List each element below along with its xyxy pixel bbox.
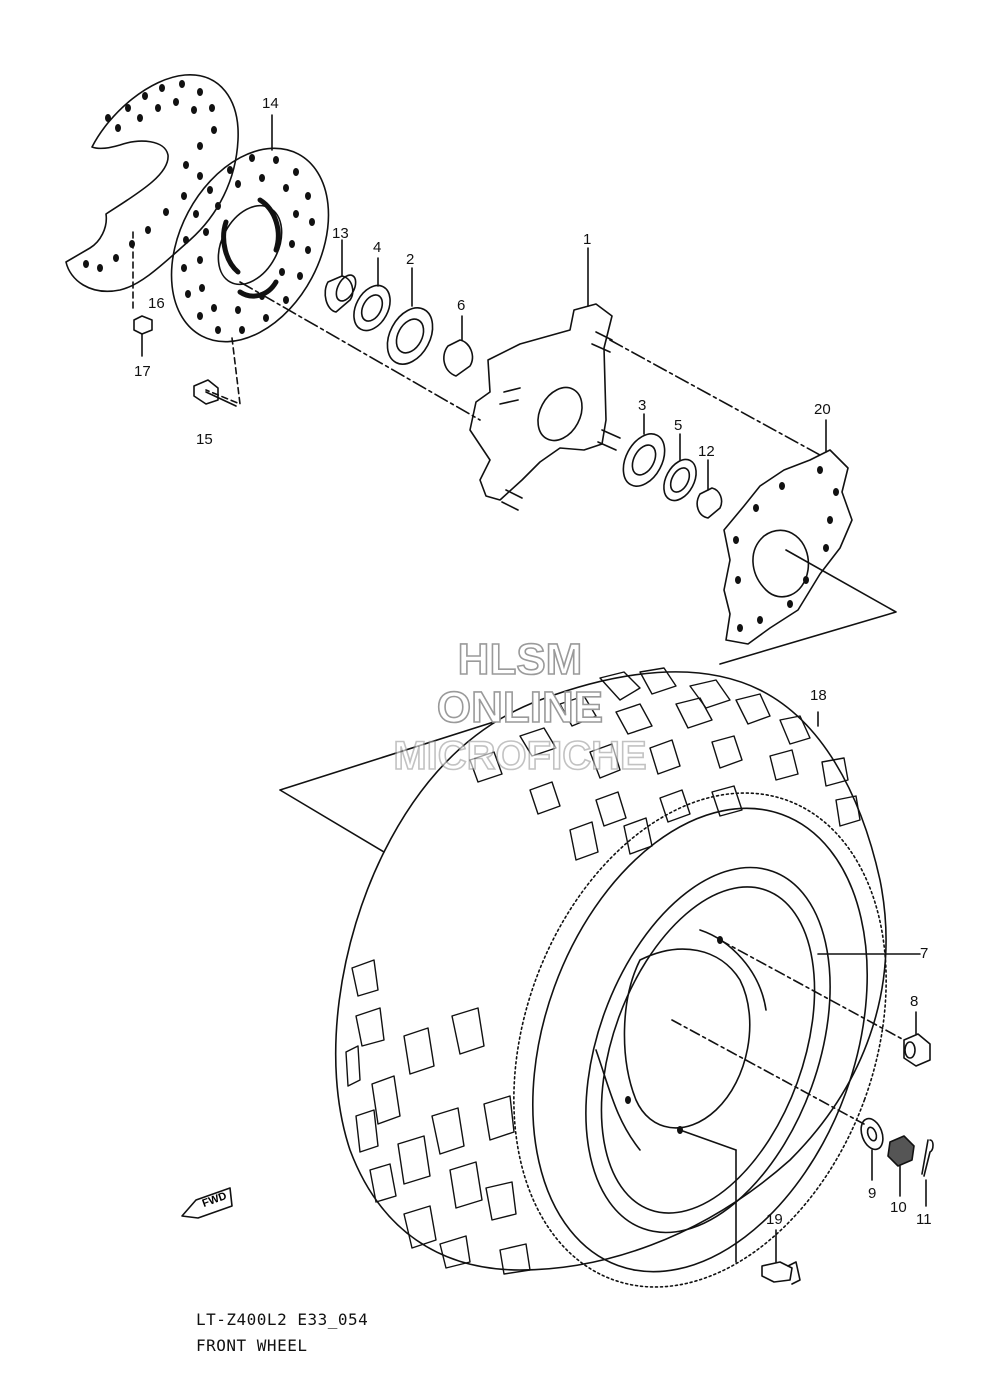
watermark-online: ONLINE xyxy=(436,683,604,733)
bolt-17 xyxy=(133,315,153,357)
callout-5: 5 xyxy=(674,417,683,434)
callout-12: 12 xyxy=(698,443,715,460)
callout-4: 4 xyxy=(373,239,382,256)
spacer-13 xyxy=(324,239,357,313)
callout-19: 19 xyxy=(766,1211,783,1228)
model-code: LT-Z400L2 E33_054 xyxy=(196,1310,369,1329)
callout-13: 13 xyxy=(332,225,349,242)
nut-8 xyxy=(903,1011,931,1067)
callout-2: 2 xyxy=(406,251,415,268)
callout-17: 17 xyxy=(134,363,151,380)
callout-11: 11 xyxy=(916,1211,932,1228)
washer-9 xyxy=(860,1117,884,1181)
bearing-4 xyxy=(353,257,391,332)
tire-18 xyxy=(334,667,887,1288)
watermark-microfiche: MICROFICHE xyxy=(393,733,648,779)
callout-16: 16 xyxy=(148,295,165,312)
cotter-pin-11 xyxy=(921,1139,934,1207)
callout-18: 18 xyxy=(810,687,827,704)
rim-7 xyxy=(585,866,921,1234)
guard-20 xyxy=(719,419,897,665)
spacer-12 xyxy=(696,459,723,519)
callout-6: 6 xyxy=(457,297,466,314)
bearing-2 xyxy=(386,267,434,365)
callout-20: 20 xyxy=(814,401,831,418)
callout-15: 15 xyxy=(196,431,213,448)
spacer-6 xyxy=(443,315,474,377)
hub-1 xyxy=(469,247,621,511)
callout-10: 10 xyxy=(890,1199,907,1216)
valve-19 xyxy=(761,1229,801,1285)
bolt-15 xyxy=(193,337,241,407)
fwd-arrow xyxy=(181,1187,233,1219)
callout-1: 1 xyxy=(583,231,592,248)
callout-9: 9 xyxy=(868,1185,877,1202)
brake-disc-14 xyxy=(170,114,330,343)
brake-disc-cover-16 xyxy=(65,74,239,311)
callout-14: 14 xyxy=(262,95,279,112)
callout-7: 7 xyxy=(920,945,929,962)
callout-3: 3 xyxy=(638,397,647,414)
section-title: FRONT WHEEL xyxy=(196,1336,308,1355)
watermark-hlsm: HLSM xyxy=(457,635,583,685)
castle-nut-10 xyxy=(887,1135,915,1197)
callout-8: 8 xyxy=(910,993,919,1010)
seal-5 xyxy=(663,433,697,502)
bearing-3 xyxy=(622,413,666,487)
